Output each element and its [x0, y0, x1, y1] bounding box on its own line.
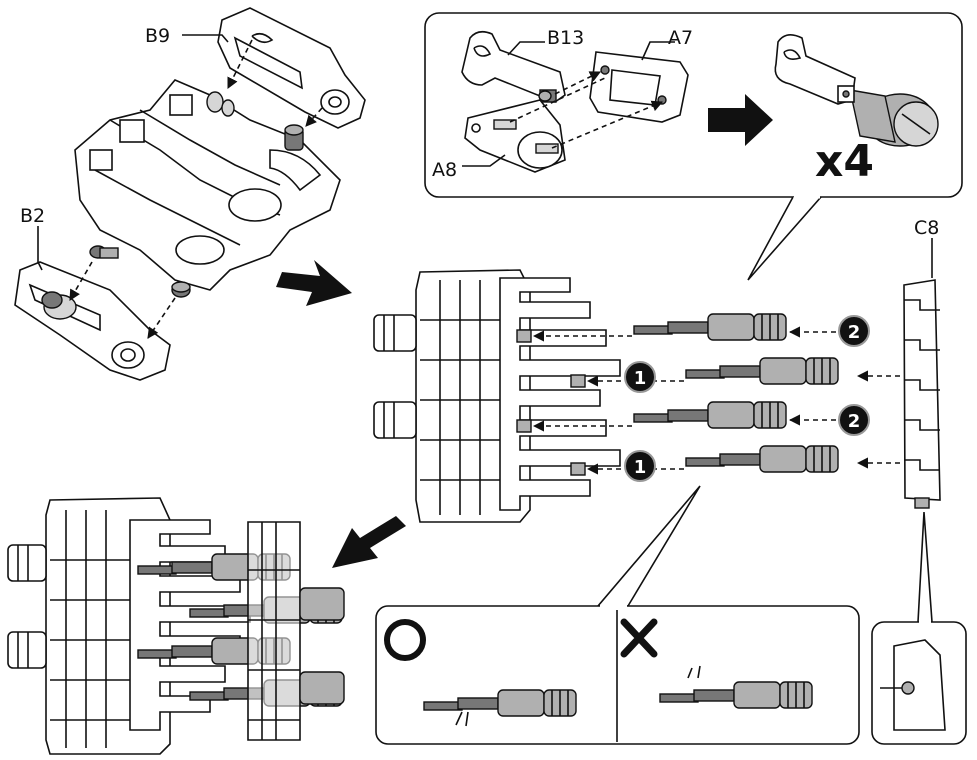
- label-b13: B13: [547, 27, 584, 49]
- quantity-x4: x4: [815, 136, 874, 187]
- wrong-example: [659, 665, 813, 709]
- step-2-label: 2: [848, 411, 861, 432]
- middle-housing: [373, 269, 621, 523]
- correct-example: [423, 689, 577, 727]
- part-a8: [464, 99, 566, 173]
- part-a7: [589, 51, 689, 123]
- flow-arrow-1: [276, 260, 352, 306]
- top-left-assembly: B9 B2: [14, 7, 366, 381]
- step-badge: 1: [624, 361, 656, 393]
- label-a7: A7: [668, 27, 693, 49]
- arm-body: [74, 79, 341, 291]
- label-a8: A8: [432, 159, 457, 181]
- step-1-label: 1: [634, 368, 647, 389]
- detail-panel: [871, 511, 967, 745]
- b2-pins: [89, 245, 191, 298]
- part-b9: [217, 7, 366, 129]
- assembled-pin: [774, 34, 939, 147]
- subassembly-panel: B13 A7 A8 x4: [424, 12, 963, 281]
- label-b2: B2: [20, 205, 45, 227]
- comparison-panel: O X: [375, 485, 860, 745]
- box-arrow: [708, 94, 773, 146]
- part-c8: C8: [903, 217, 941, 509]
- step-2-label: 2: [848, 322, 861, 343]
- step-1-label: 1: [634, 457, 647, 478]
- step-badge: 2: [838, 404, 870, 436]
- step-badge: 1: [624, 450, 656, 482]
- correct-mark: O: [384, 619, 426, 661]
- part-b2: [14, 261, 171, 381]
- flow-arrow-2: [332, 516, 406, 568]
- label-b9: B9: [145, 25, 170, 47]
- final-assembly: [7, 497, 345, 755]
- label-c8: C8: [914, 217, 939, 239]
- wrong-mark: X: [620, 618, 658, 658]
- step-badge: 2: [838, 315, 870, 347]
